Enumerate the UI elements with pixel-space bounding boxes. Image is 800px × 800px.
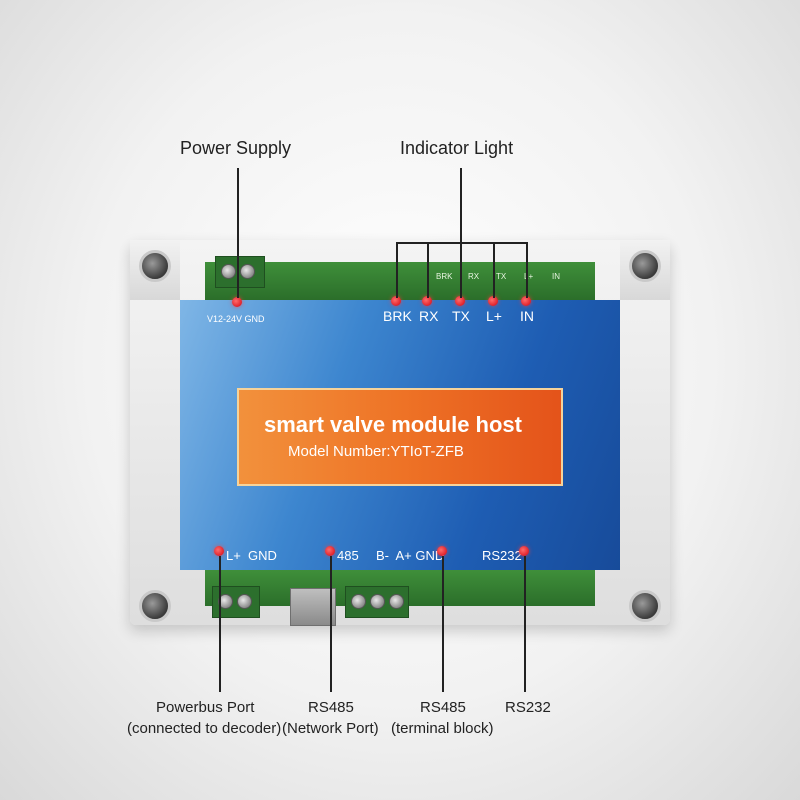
mount-screw-icon xyxy=(139,250,171,282)
top-pcb-strip xyxy=(205,262,595,300)
terminal-screw-icon xyxy=(240,264,255,279)
indicator-leader-brk xyxy=(396,242,398,298)
mount-screw-icon xyxy=(139,590,171,622)
indicator-leader-lplus xyxy=(493,242,495,298)
indicator-leader-tx xyxy=(460,242,462,298)
rs485-term-callout-line1: RS485 xyxy=(420,699,466,716)
in-led-icon xyxy=(521,296,531,306)
indicator-light-callout: Indicator Light xyxy=(400,138,514,158)
indicator-label-rx: RX xyxy=(419,308,439,324)
product-label xyxy=(237,388,563,486)
indicator-label-tx: TX xyxy=(452,308,470,324)
indicator-label-lplus: L+ xyxy=(486,308,502,324)
pcb-label-brk: BRK xyxy=(436,272,453,281)
mount-screw-icon xyxy=(629,250,661,282)
power-pin-label: V12-24V GND xyxy=(207,314,265,324)
terminal-screw-icon xyxy=(237,594,252,609)
rs485-term-pin-label: B- A+ GND xyxy=(376,548,445,563)
rs485-network-port-icon xyxy=(290,588,336,626)
rs485-net-pin-label: 485 xyxy=(337,548,359,563)
pcb-label-tx: TX xyxy=(496,272,507,281)
rs485-net-callout-line2: (Network Port) xyxy=(282,720,379,737)
lplus-led-icon xyxy=(488,296,498,306)
indicator-leader-main xyxy=(460,168,462,242)
power-led-icon xyxy=(232,297,242,307)
terminal-screw-icon xyxy=(370,594,385,609)
rs232-leader xyxy=(524,556,526,692)
terminal-screw-icon xyxy=(221,264,236,279)
rs485-term-led-icon xyxy=(437,546,447,556)
rs485-net-callout-line1: RS485 xyxy=(308,699,354,716)
tx-led-icon xyxy=(455,296,465,306)
brk-led-icon xyxy=(391,296,401,306)
powerbus-callout-line2: (connected to decoder) xyxy=(127,720,282,737)
indicator-leader-bar xyxy=(396,242,527,244)
rx-led-icon xyxy=(422,296,432,306)
powerbus-pin-label: L+ GND xyxy=(226,548,277,563)
indicator-leader-rx xyxy=(427,242,429,298)
indicator-label-brk: BRK xyxy=(383,308,412,324)
pcb-label-lplus: L+ xyxy=(524,272,534,281)
power-supply-callout: Power Supply xyxy=(180,138,292,158)
model-number: Model Number:YTIoT-ZFB xyxy=(288,443,464,460)
product-title: smart valve module host xyxy=(264,412,522,437)
pcb-label-in: IN xyxy=(552,272,560,281)
terminal-screw-icon xyxy=(218,594,233,609)
powerbus-led-icon xyxy=(214,546,224,556)
powerbus-leader xyxy=(219,556,221,692)
indicator-leader-in xyxy=(526,242,528,298)
rs485-term-callout-line2: (terminal block) xyxy=(391,720,494,737)
power-supply-leader xyxy=(237,168,239,298)
rs485-net-led-icon xyxy=(325,546,335,556)
terminal-screw-icon xyxy=(389,594,404,609)
rs232-callout: RS232 xyxy=(505,699,551,716)
rs485-term-leader xyxy=(442,556,444,692)
powerbus-callout-line1: Powerbus Port xyxy=(156,699,255,716)
rs232-led-icon xyxy=(519,546,529,556)
rs485-net-leader xyxy=(330,556,332,692)
rs232-pin-label: RS232 xyxy=(482,548,522,563)
mount-screw-icon xyxy=(629,590,661,622)
pcb-label-rx: RX xyxy=(468,272,480,281)
indicator-label-in: IN xyxy=(520,308,534,324)
terminal-screw-icon xyxy=(351,594,366,609)
